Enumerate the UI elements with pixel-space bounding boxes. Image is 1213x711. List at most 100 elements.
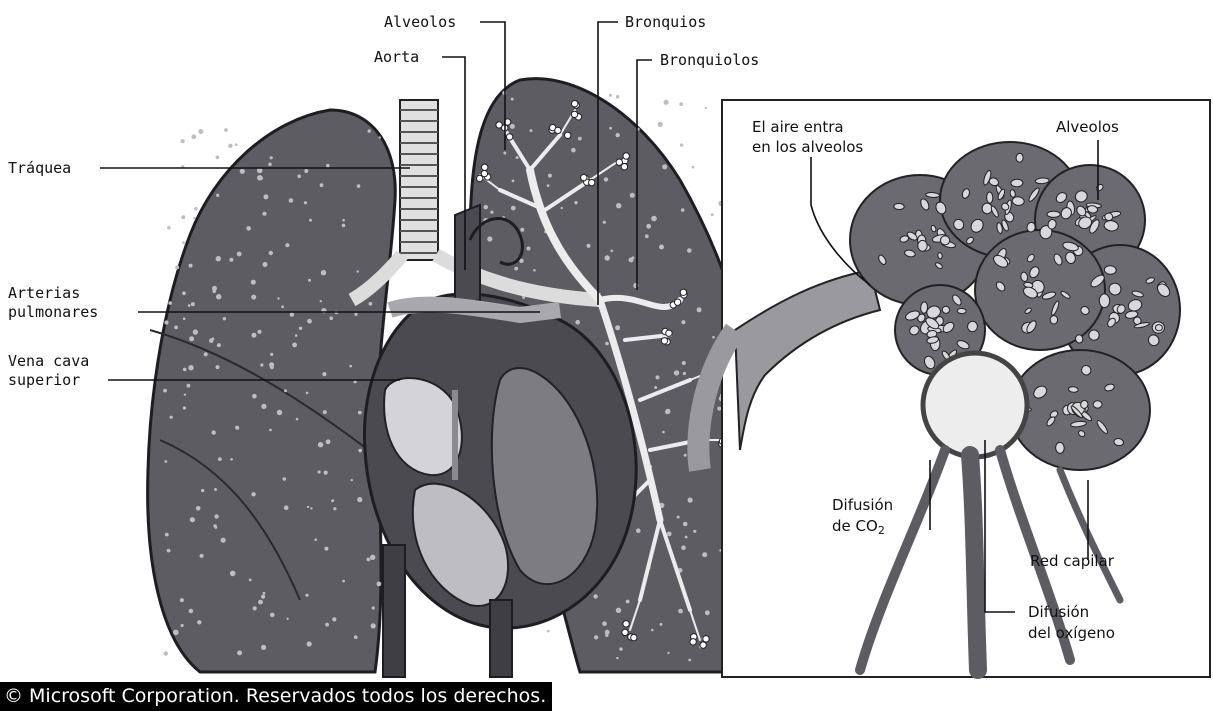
lung-texture-dot (188, 365, 193, 370)
lung-texture-dot (357, 270, 359, 272)
lung-texture-dot (377, 582, 382, 587)
capillary-gap (1155, 324, 1163, 331)
lung-texture-dot (204, 352, 208, 356)
alveolus-tip (700, 642, 706, 648)
lung-texture-dot (605, 342, 609, 346)
lung-texture-dot (609, 127, 612, 130)
lung-texture-dot (326, 164, 330, 168)
lung-texture-dot (322, 372, 326, 376)
lung-texture-dot (692, 166, 695, 169)
label-red-capilar: Red capilar (1030, 552, 1114, 571)
label-difusion-o2-line1: Difusión (1028, 603, 1089, 622)
label-difusion-o2-line2: del oxígeno (1028, 624, 1115, 643)
lung-texture-dot (333, 507, 336, 510)
alveolus-tip (572, 101, 578, 107)
lung-texture-dot (654, 386, 657, 389)
lung-texture-dot (235, 426, 239, 430)
lung-texture-dot (164, 460, 167, 463)
lung-texture-dot (645, 234, 649, 238)
aorta (455, 205, 480, 305)
lung-texture-dot (240, 169, 245, 174)
lung-texture-dot (193, 329, 198, 334)
label-bronquiolos: Bronquiolos (660, 51, 759, 69)
lung-texture-dot (630, 193, 635, 198)
lung-texture-dot (180, 598, 184, 602)
lung-texture-dot (656, 375, 660, 379)
alveolus-tip (622, 629, 628, 635)
lung-texture-dot (174, 326, 178, 330)
lung-texture-dot (194, 207, 197, 210)
lung-texture-dot (183, 317, 186, 320)
lung-texture-dot (193, 217, 195, 219)
lung-texture-dot (678, 609, 683, 614)
lung-texture-dot (310, 507, 312, 509)
lung-texture-dot (594, 635, 598, 639)
lung-texture-dot (329, 316, 333, 320)
lung-texture-dot (198, 129, 203, 134)
lung-texture-dot (367, 558, 371, 562)
lung-texture-dot (221, 538, 226, 543)
lung-texture-dot (216, 194, 219, 197)
alveolus-tip (506, 134, 512, 140)
lung-texture-dot (358, 449, 362, 453)
lung-texture-dot (626, 600, 630, 604)
lung-texture-dot (664, 100, 669, 105)
lung-texture-dot (165, 533, 169, 537)
lung-texture-dot (182, 291, 186, 295)
lung-texture-dot (260, 363, 263, 366)
lung-texture-dot (357, 497, 362, 502)
lung-texture-dot (253, 606, 257, 610)
lung-texture-dot (616, 608, 621, 613)
lung-texture-dot (615, 325, 620, 330)
lung-texture-dot (175, 265, 179, 269)
lung-texture-dot (683, 522, 688, 527)
lung-texture-dot (263, 212, 267, 216)
capillary-gap (1104, 265, 1116, 274)
lung-texture-dot (263, 194, 268, 199)
lung-texture-dot (314, 538, 317, 541)
lung-texture-dot (530, 129, 533, 132)
lung-texture-dot (368, 129, 371, 132)
lung-texture-dot (184, 394, 186, 396)
label-aorta: Aorta (374, 48, 419, 66)
lung-texture-dot (167, 226, 170, 229)
lung-texture-dot (349, 365, 352, 368)
lung-texture-dot (533, 269, 536, 272)
co2-subscript: 2 (878, 524, 885, 537)
lung-texture-dot (261, 404, 266, 409)
lung-texture-dot (320, 300, 322, 302)
lung-texture-dot (212, 430, 216, 434)
lung-texture-dot (190, 517, 195, 522)
lung-texture-dot (680, 143, 683, 146)
lung-texture-dot (188, 304, 191, 307)
lung-texture-dot (292, 343, 297, 348)
lung-texture-dot (290, 312, 294, 316)
lung-texture-dot (216, 256, 221, 261)
lung-texture-dot (325, 623, 329, 627)
lung-texture-dot (603, 221, 606, 224)
lung-texture-dot (181, 624, 184, 627)
alveolus-tip (661, 338, 667, 344)
lung-texture-dot (712, 336, 715, 339)
lung-texture-dot (609, 94, 612, 97)
lung-texture-dot (270, 353, 273, 356)
lung-texture-dot (200, 554, 204, 558)
lung-texture-dot (321, 270, 326, 275)
lung-texture-dot (326, 439, 331, 444)
lung-texture-dot (571, 148, 576, 153)
lung-texture-dot (702, 552, 707, 557)
capillary-gap (918, 240, 928, 251)
lung-texture-dot (191, 302, 195, 306)
lung-texture-dot (342, 580, 345, 583)
lung-texture-dot (269, 251, 273, 255)
lung-texture-dot (201, 489, 204, 492)
lung-texture-dot (217, 343, 221, 347)
lung-texture-dot (705, 610, 710, 615)
lung-texture-dot (324, 547, 328, 551)
lung-texture-dot (677, 516, 680, 519)
lung-texture-dot (289, 198, 294, 203)
single-alveolus (923, 353, 1027, 457)
lung-texture-dot (224, 128, 228, 132)
lung-texture-dot (257, 330, 261, 334)
capillary-gap (1055, 442, 1064, 454)
